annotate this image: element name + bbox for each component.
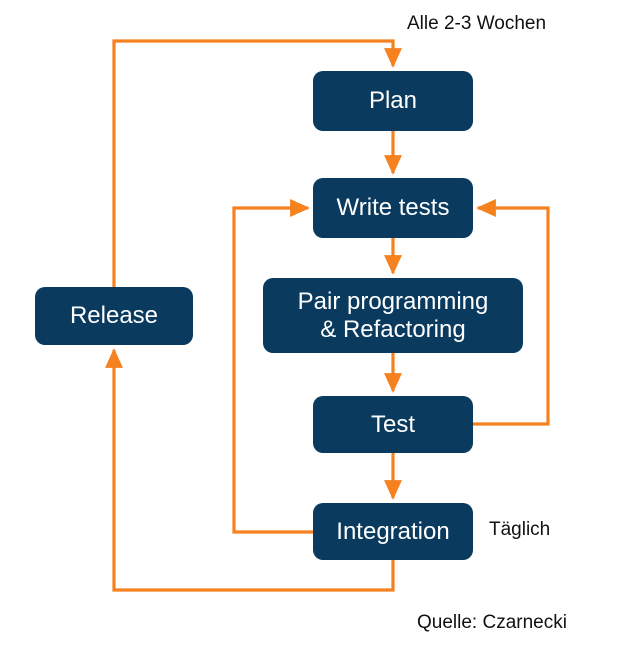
node-release-label: Release xyxy=(69,302,159,330)
edge-integration-to-release xyxy=(105,348,395,592)
caption-cadence: Alle 2-3 Wochen xyxy=(407,13,547,34)
node-plan-label: Plan xyxy=(368,87,418,115)
node-release[interactable]: Release xyxy=(35,287,193,345)
edge-release-to-plan xyxy=(112,39,402,287)
edge-integration-to-write-tests xyxy=(232,199,313,534)
node-test-label: Test xyxy=(370,410,415,438)
node-plan[interactable]: Plan xyxy=(313,71,473,131)
node-pair-programming-refactoring-label: Pair programming & Refactoring xyxy=(297,287,489,343)
node-integration-label: Integration xyxy=(336,517,450,545)
node-test[interactable]: Test xyxy=(313,396,473,453)
node-pair-programming-refactoring[interactable]: Pair programming & Refactoring xyxy=(263,278,523,353)
caption-source: Quelle: Czarnecki xyxy=(417,612,567,633)
caption-daily: Täglich xyxy=(489,519,551,540)
node-integration[interactable]: Integration xyxy=(313,503,473,560)
node-write-tests[interactable]: Write tests xyxy=(313,178,473,238)
node-write-tests-label: Write tests xyxy=(336,194,450,222)
edge-test-to-write-tests xyxy=(473,199,550,426)
